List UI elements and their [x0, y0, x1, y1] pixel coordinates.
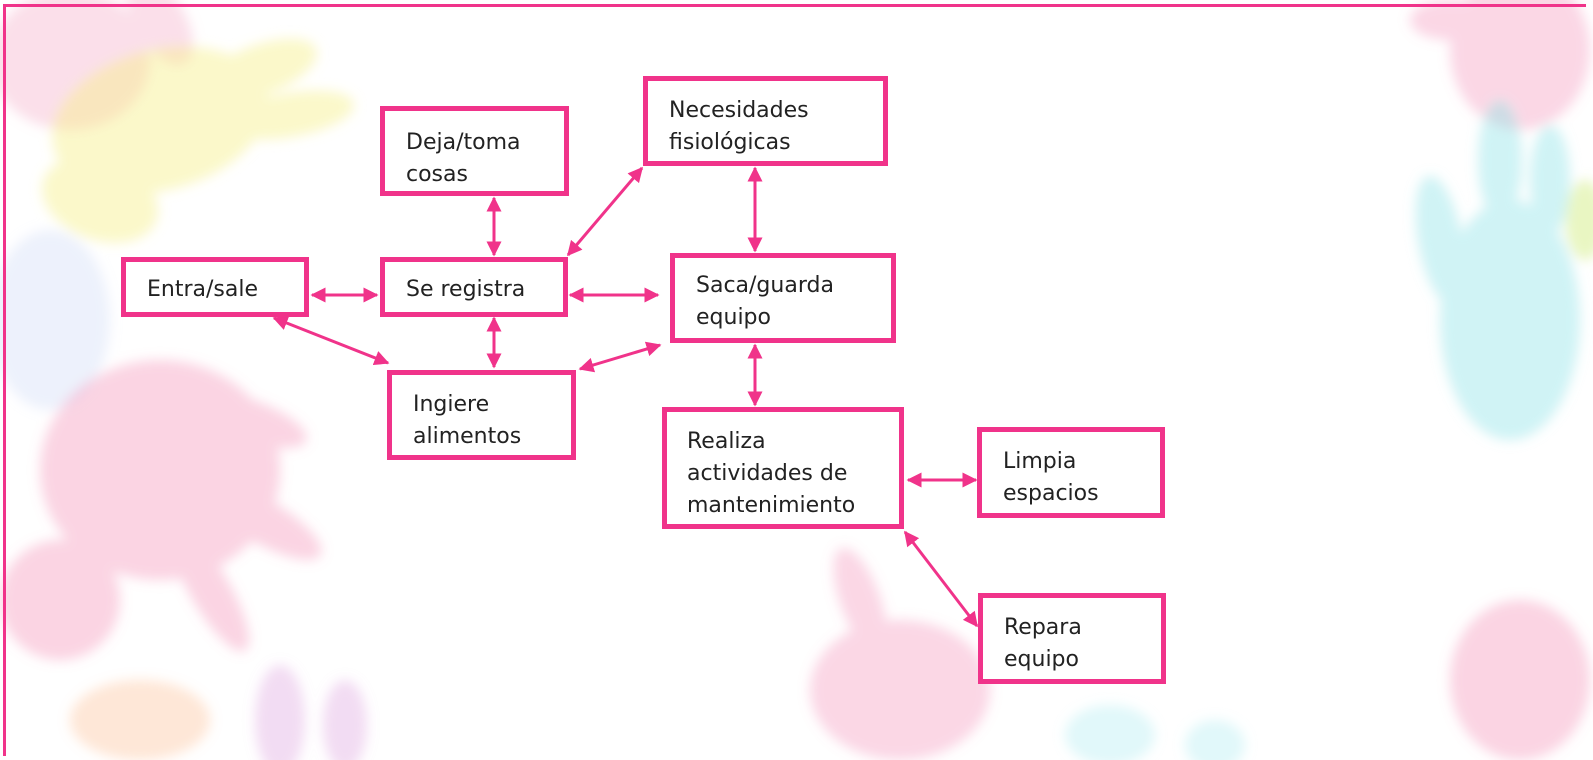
handprint-icon — [810, 547, 990, 760]
node-realiza-actividades-de-mantenimiento: Realiza actividades de mantenimiento — [662, 407, 904, 529]
node-deja-toma-cosas: Deja/toma cosas — [380, 106, 569, 196]
node-se-registra: Se registra — [380, 257, 568, 317]
handprint-icon — [0, 230, 110, 410]
node-saca-guarda-equipo: Saca/guarda equipo — [670, 253, 896, 343]
connector-se-registra-necesidades — [566, 166, 644, 257]
node-necesidades-fisiologicas: Necesidades fisiológicas — [643, 76, 888, 166]
handprint-icon — [1410, 0, 1590, 130]
connector-entra-sale-ingiere — [272, 315, 390, 366]
handprint-icon — [70, 680, 210, 760]
handprint-icon — [1415, 100, 1580, 440]
connector-ingiere-saca-guarda — [578, 341, 662, 373]
handprint-icon — [1565, 180, 1593, 260]
node-entra-sale: Entra/sale — [121, 257, 309, 317]
node-ingiere-alimentos: Ingiere alimentos — [387, 370, 576, 460]
node-repara-equipo: Repara equipo — [978, 593, 1166, 684]
handprint-icon — [1065, 705, 1245, 760]
handprint-icon — [1450, 600, 1590, 760]
connector-realiza-repara — [903, 530, 979, 628]
handprint-icon — [255, 665, 367, 760]
node-limpia-espacios: Limpia espacios — [977, 427, 1165, 518]
handprint-icon — [0, 360, 322, 660]
handprint-icon — [41, 38, 355, 243]
